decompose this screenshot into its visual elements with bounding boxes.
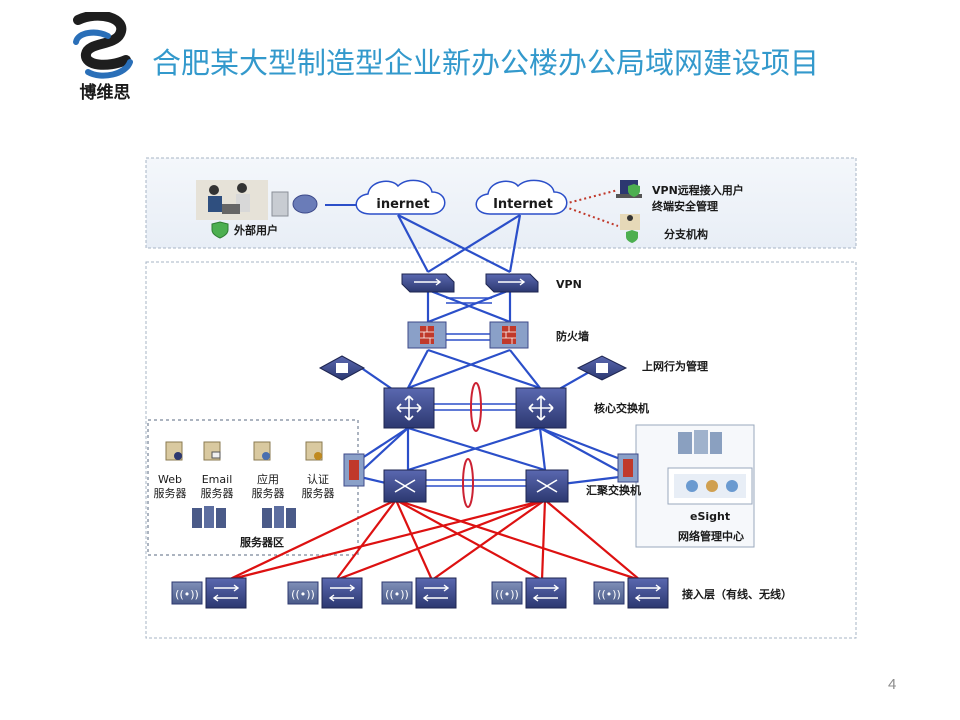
external-users-photo (196, 180, 318, 220)
branch-icon (620, 214, 640, 243)
vpn-users-label-1: VPN远程接入用户 (652, 183, 744, 197)
side-firewall-left (343, 453, 365, 487)
svg-text:((•)): ((•)) (495, 588, 519, 601)
red-access-links (227, 498, 641, 582)
access-pair-5: ((•)) (593, 577, 669, 609)
svg-text:((•)): ((•)) (385, 588, 409, 601)
agg-switch-right (525, 469, 569, 503)
server-email-line2: 服务器 (201, 487, 234, 500)
link-aggregation-rings (462, 382, 482, 508)
access-pair-2: ((•)) (287, 577, 363, 609)
core-switch-right (515, 387, 567, 429)
cloud-internet: Internet (475, 179, 568, 215)
server-icon-web (165, 441, 183, 461)
cloud-inernet: inernet (355, 179, 446, 215)
svg-text:((•)): ((•)) (597, 588, 621, 601)
nms-servers-icon (678, 430, 722, 454)
cloud-label-inernet: inernet (376, 197, 429, 212)
server-icon-auth (305, 441, 323, 461)
behavior-mgmt-device-right (576, 355, 628, 381)
server-icon-email (203, 441, 221, 461)
vpn-label: VPN (556, 278, 582, 291)
vpn-users-label-2: 终端安全管理 (652, 199, 718, 213)
server-icon-app (253, 441, 271, 461)
access-pair-3: ((•)) (381, 577, 457, 609)
company-logo (68, 10, 140, 104)
server-web-line2: 服务器 (154, 487, 187, 500)
nms-label: 网络管理中心 (678, 529, 744, 543)
logo-text: 博维思 (79, 83, 131, 103)
stack-links (426, 297, 528, 487)
server-app-line1: 应用 (257, 472, 279, 486)
page-title: 合肥某大型制造型企业新办公楼办公局域网建设项目 (152, 46, 820, 80)
behavior-mgmt-label: 上网行为管理 (642, 359, 708, 373)
server-rack-left (192, 506, 226, 528)
core-switch-label: 核心交换机 (594, 401, 649, 415)
behavior-mgmt-device-left (318, 355, 366, 381)
svg-text:((•)): ((•)) (291, 588, 315, 601)
server-auth-line2: 服务器 (302, 487, 335, 500)
core-switch-left (383, 387, 435, 429)
svg-text:((•)): ((•)) (175, 588, 199, 601)
side-firewall-right (617, 453, 639, 483)
server-auth-line1: 认证 (307, 473, 329, 486)
esight-console (667, 467, 753, 505)
firewall-right (489, 321, 529, 349)
shield-icon (211, 221, 229, 239)
server-web-line1: Web (158, 473, 182, 486)
cloud-label-internet: Internet (493, 197, 553, 212)
vpn-device-right (485, 273, 539, 293)
page-number: 4 (888, 676, 897, 693)
vpn-dotted-links (559, 189, 619, 227)
agg-switch-label: 汇聚交换机 (586, 483, 641, 497)
server-email-line1: Email (202, 473, 233, 486)
server-zone-panel (147, 419, 359, 556)
vpn-user-icon (616, 180, 642, 198)
branch-label: 分支机构 (664, 227, 708, 241)
access-pair-1: ((•)) (171, 577, 247, 609)
firewall-left (407, 321, 447, 349)
server-app-line2: 服务器 (252, 487, 285, 500)
blue-links (355, 214, 629, 486)
esight-label: eSight (690, 510, 730, 523)
server-zone-label: 服务器区 (240, 535, 284, 549)
external-users-label: 外部用户 (233, 223, 278, 237)
firewall-label: 防火墙 (556, 329, 589, 343)
access-layer-label: 接入层（有线、无线） (682, 587, 792, 601)
vpn-device-left (401, 273, 455, 293)
access-pair-4: ((•)) (491, 577, 567, 609)
agg-switch-left (383, 469, 427, 503)
server-rack-right (262, 506, 296, 528)
